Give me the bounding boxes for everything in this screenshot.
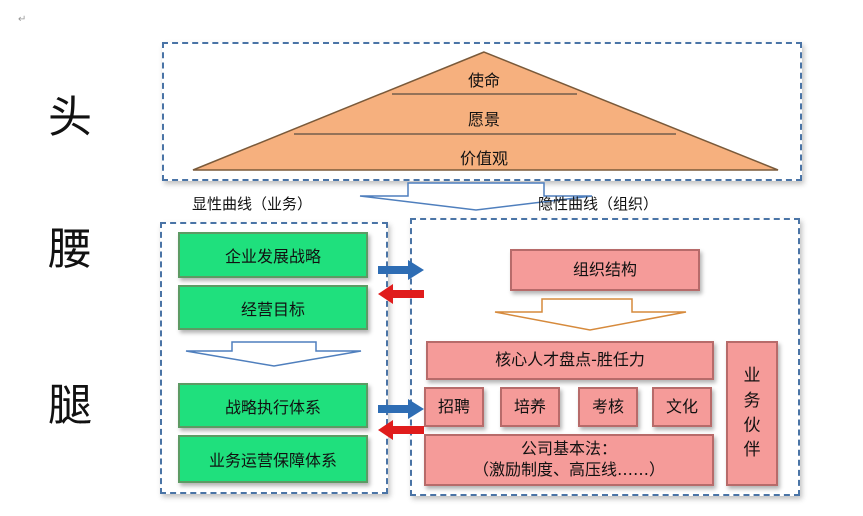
partner-label: 业务伙伴 xyxy=(743,366,761,461)
pyramid-container xyxy=(162,42,802,181)
strategy-box-label: 企业发展战略 xyxy=(224,247,321,266)
talent-review-label: 核心人才盘点-胜任力 xyxy=(495,350,645,370)
pyramid-label-vision: 愿景 xyxy=(467,110,501,129)
talent-review-box: 核心人才盘点-胜任力 xyxy=(426,341,714,380)
execution-system-box: 战略执行体系 xyxy=(178,383,368,428)
training-label: 培养 xyxy=(513,396,546,416)
training-box: 培养 xyxy=(500,387,560,427)
side-label-waist: 腰 xyxy=(48,224,92,275)
culture-box: 文化 xyxy=(652,387,712,427)
org-structure-label: 组织结构 xyxy=(572,259,637,279)
business-goal-box-label: 经营目标 xyxy=(240,299,305,319)
operations-support-box: 业务运营保障体系 xyxy=(178,435,368,483)
assessment-box: 考核 xyxy=(578,387,638,427)
operations-support-box-label: 业务运营保障体系 xyxy=(208,451,337,470)
recruit-label: 招聘 xyxy=(437,396,470,416)
org-structure-box: 组织结构 xyxy=(510,249,700,291)
pyramid-label-values: 价值观 xyxy=(459,149,509,168)
left-column-container xyxy=(160,222,388,494)
assessment-label: 考核 xyxy=(591,396,624,416)
pyramid-label-mission: 使命 xyxy=(467,71,501,90)
left-column-title: 显性曲线（业务） xyxy=(192,195,313,213)
side-label-head: 头 xyxy=(48,92,92,143)
execution-system-box-label: 战略执行体系 xyxy=(224,397,321,417)
culture-label: 文化 xyxy=(665,396,698,416)
return-mark: ↵ xyxy=(18,14,27,25)
partner-box: 业务伙伴 xyxy=(726,341,778,486)
right-column-container xyxy=(410,218,800,496)
strategy-box: 企业发展战略 xyxy=(178,232,368,278)
recruit-box: 招聘 xyxy=(424,387,484,427)
business-goal-box: 经营目标 xyxy=(178,285,368,330)
company-law-line-1: 公司基本法： xyxy=(520,439,617,459)
company-law-box: 公司基本法： （激励制度、高压线……） xyxy=(424,434,714,486)
right-column-title: 隐性曲线（组织） xyxy=(538,195,659,213)
side-label-legs: 腿 xyxy=(48,380,92,431)
company-law-line-2: （激励制度、高压线……） xyxy=(472,460,665,479)
